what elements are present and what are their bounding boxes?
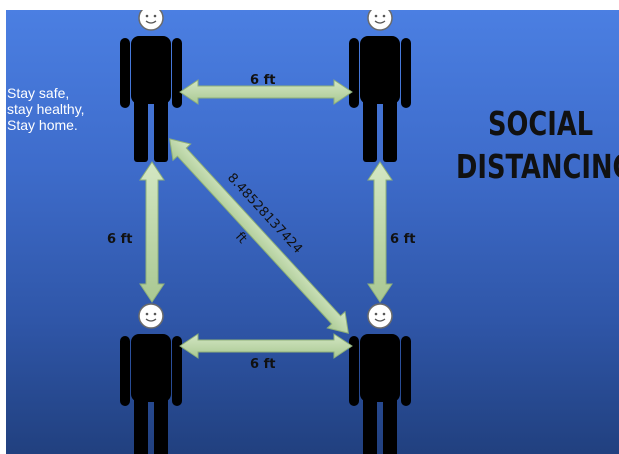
arrow-left [139,161,165,303]
diagram-graphic: 6 ft 6 ft 6 ft 6 ft 8.48528137424 ft [107,10,415,454]
person-figure-bottom-left [119,303,183,454]
distance-label-right: 6 ft [390,232,415,247]
person-figure-top-right [348,10,412,163]
distance-label-top: 6 ft [250,73,275,88]
slide-canvas: 6 ft 6 ft 6 ft 6 ft 8.48528137424 ft Sta… [6,10,619,454]
slogan-line-1: Stay safe, [7,85,70,101]
arrow-right [367,161,393,303]
slogan-line-3: Stay home. [7,117,78,133]
slogan-line-2: stay healthy, [7,101,85,117]
distance-label-left: 6 ft [107,232,132,247]
arrow-top [179,79,353,105]
arrow-diagonal [169,138,349,334]
person-figure-bottom-right [348,303,412,454]
title-line-2: DISTANCING [456,147,619,186]
distance-label-bottom: 6 ft [250,357,275,372]
arrow-bottom [179,333,353,359]
title-line-1: SOCIAL [488,104,594,143]
